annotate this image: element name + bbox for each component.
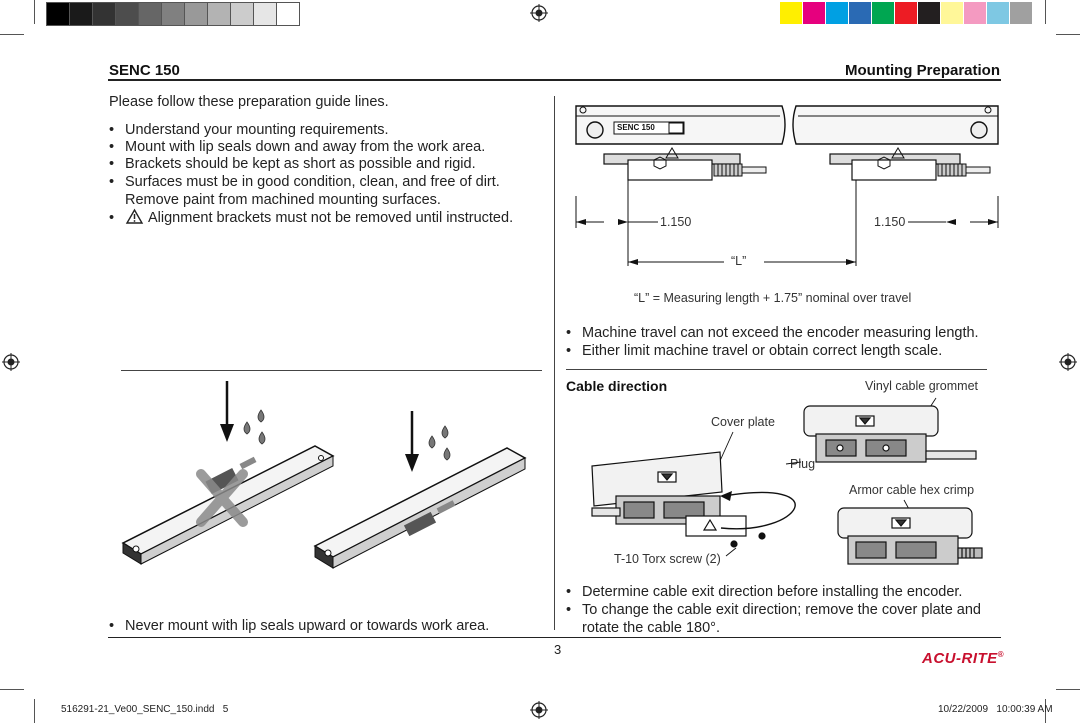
list-item: •Surfaces must be in good condition, cle… [109, 174, 500, 208]
label-cover-plate: Cover plate [711, 415, 775, 429]
page-number: 3 [554, 642, 562, 657]
crop-mark [1045, 0, 1046, 24]
list-item: •Either limit machine travel or obtain c… [566, 343, 943, 359]
footer-date: 10/22/2009 10:00:39 AM [938, 704, 1053, 715]
section-rule [121, 370, 542, 371]
brand-logo: ACU-RITE® [922, 650, 1004, 667]
header-right-title: Mounting Preparation [845, 62, 1000, 79]
bullet-text: Machine travel can not exceed the encode… [582, 325, 979, 341]
crop-mark [1056, 689, 1080, 690]
color-swatch [895, 2, 917, 24]
grey-swatch [253, 2, 277, 26]
section-rule [566, 369, 987, 370]
crop-mark [34, 699, 35, 723]
color-swatch [849, 2, 871, 24]
color-swatch [964, 2, 986, 24]
crop-mark [1045, 699, 1046, 723]
grey-swatch [276, 2, 300, 26]
bullet-text: Mount with lip seals down and away from … [125, 139, 486, 155]
length-formula: “L” = Measuring length + 1.75” nominal o… [634, 291, 912, 305]
cable-direction-heading: Cable direction [566, 378, 668, 394]
grey-swatch [92, 2, 116, 26]
grey-swatch [69, 2, 93, 26]
label-armor-crimp: Armor cable hex crimp [849, 483, 975, 497]
registration-target-icon [2, 353, 20, 371]
bullet-text-continuation: rotate the cable 180°. [582, 620, 721, 636]
bullet-text: Determine cable exit direction before in… [582, 584, 963, 600]
brand-text: ACU-RITE [922, 650, 998, 667]
color-swatch [803, 2, 825, 24]
list-item: •Never mount with lip seals upward or to… [109, 618, 490, 634]
list-item: •Understand your mounting requirements. [109, 122, 389, 138]
label-vinyl-grommet: Vinyl cable grommet [865, 379, 979, 393]
bullet-text: Either limit machine travel or obtain co… [582, 343, 943, 359]
bullet-text: To change the cable exit direction; remo… [582, 602, 981, 618]
label-plug: Plug [790, 457, 816, 471]
grey-swatch [138, 2, 162, 26]
list-item: •Brackets should be kept as short as pos… [109, 156, 476, 172]
cable-direction-illustration [591, 397, 983, 565]
color-swatch [941, 2, 963, 24]
scale-dimension-diagram [575, 105, 999, 266]
scale-label: SENC 150 [617, 123, 655, 132]
bullet-text: Alignment brackets must not be removed u… [148, 210, 514, 226]
list-item: •Mount with lip seals down and away from… [109, 139, 486, 155]
crop-mark [0, 689, 24, 690]
registration-target-icon [530, 701, 548, 719]
color-swatch [780, 2, 802, 24]
warning-triangle-icon [125, 208, 144, 224]
grey-swatch [115, 2, 139, 26]
bullet-text: Brackets should be kept as short as poss… [125, 156, 476, 172]
column-divider [554, 96, 555, 630]
intro-text: Please follow these preparation guide li… [109, 94, 389, 110]
registration-target-icon [530, 4, 548, 22]
registered-mark: ® [997, 650, 1005, 659]
bullet-text: Never mount with lip seals upward or tow… [125, 618, 490, 634]
bullet-text-continuation: Remove paint from machined mounting surf… [125, 192, 441, 208]
list-item: • Alignment brackets must not be removed… [109, 208, 514, 226]
dimension-left: 1.150 [660, 215, 692, 229]
footer-file-info: 516291-21_Ve00_SENC_150.indd 5 [61, 704, 229, 715]
grey-swatch [184, 2, 208, 26]
color-swatch [987, 2, 1009, 24]
registration-target-icon [1059, 353, 1077, 371]
crop-mark [0, 34, 24, 35]
mounting-orientation-illustration [121, 381, 527, 569]
list-item: •Determine cable exit direction before i… [566, 584, 963, 600]
grey-swatch [230, 2, 254, 26]
grey-swatch [161, 2, 185, 26]
color-swatch [1010, 2, 1032, 24]
grey-swatch [46, 2, 70, 26]
dimension-right: 1.150 [874, 215, 906, 229]
crop-mark [1056, 34, 1080, 35]
label-torx-screw: T-10 Torx screw (2) [614, 552, 721, 566]
bullet-text: Understand your mounting requirements. [125, 122, 389, 138]
list-item: •To change the cable exit direction; rem… [566, 602, 981, 636]
header-left-title: SENC 150 [109, 62, 180, 79]
list-item: •Machine travel can not exceed the encod… [566, 325, 979, 341]
header-rule [108, 79, 1001, 81]
crop-mark [34, 0, 35, 24]
color-swatch [872, 2, 894, 24]
length-label: “L” [731, 254, 747, 268]
color-swatch [918, 2, 940, 24]
color-swatch [826, 2, 848, 24]
footer-rule [108, 637, 1001, 638]
bullet-text: Surfaces must be in good condition, clea… [125, 174, 500, 190]
grey-swatch [207, 2, 231, 26]
